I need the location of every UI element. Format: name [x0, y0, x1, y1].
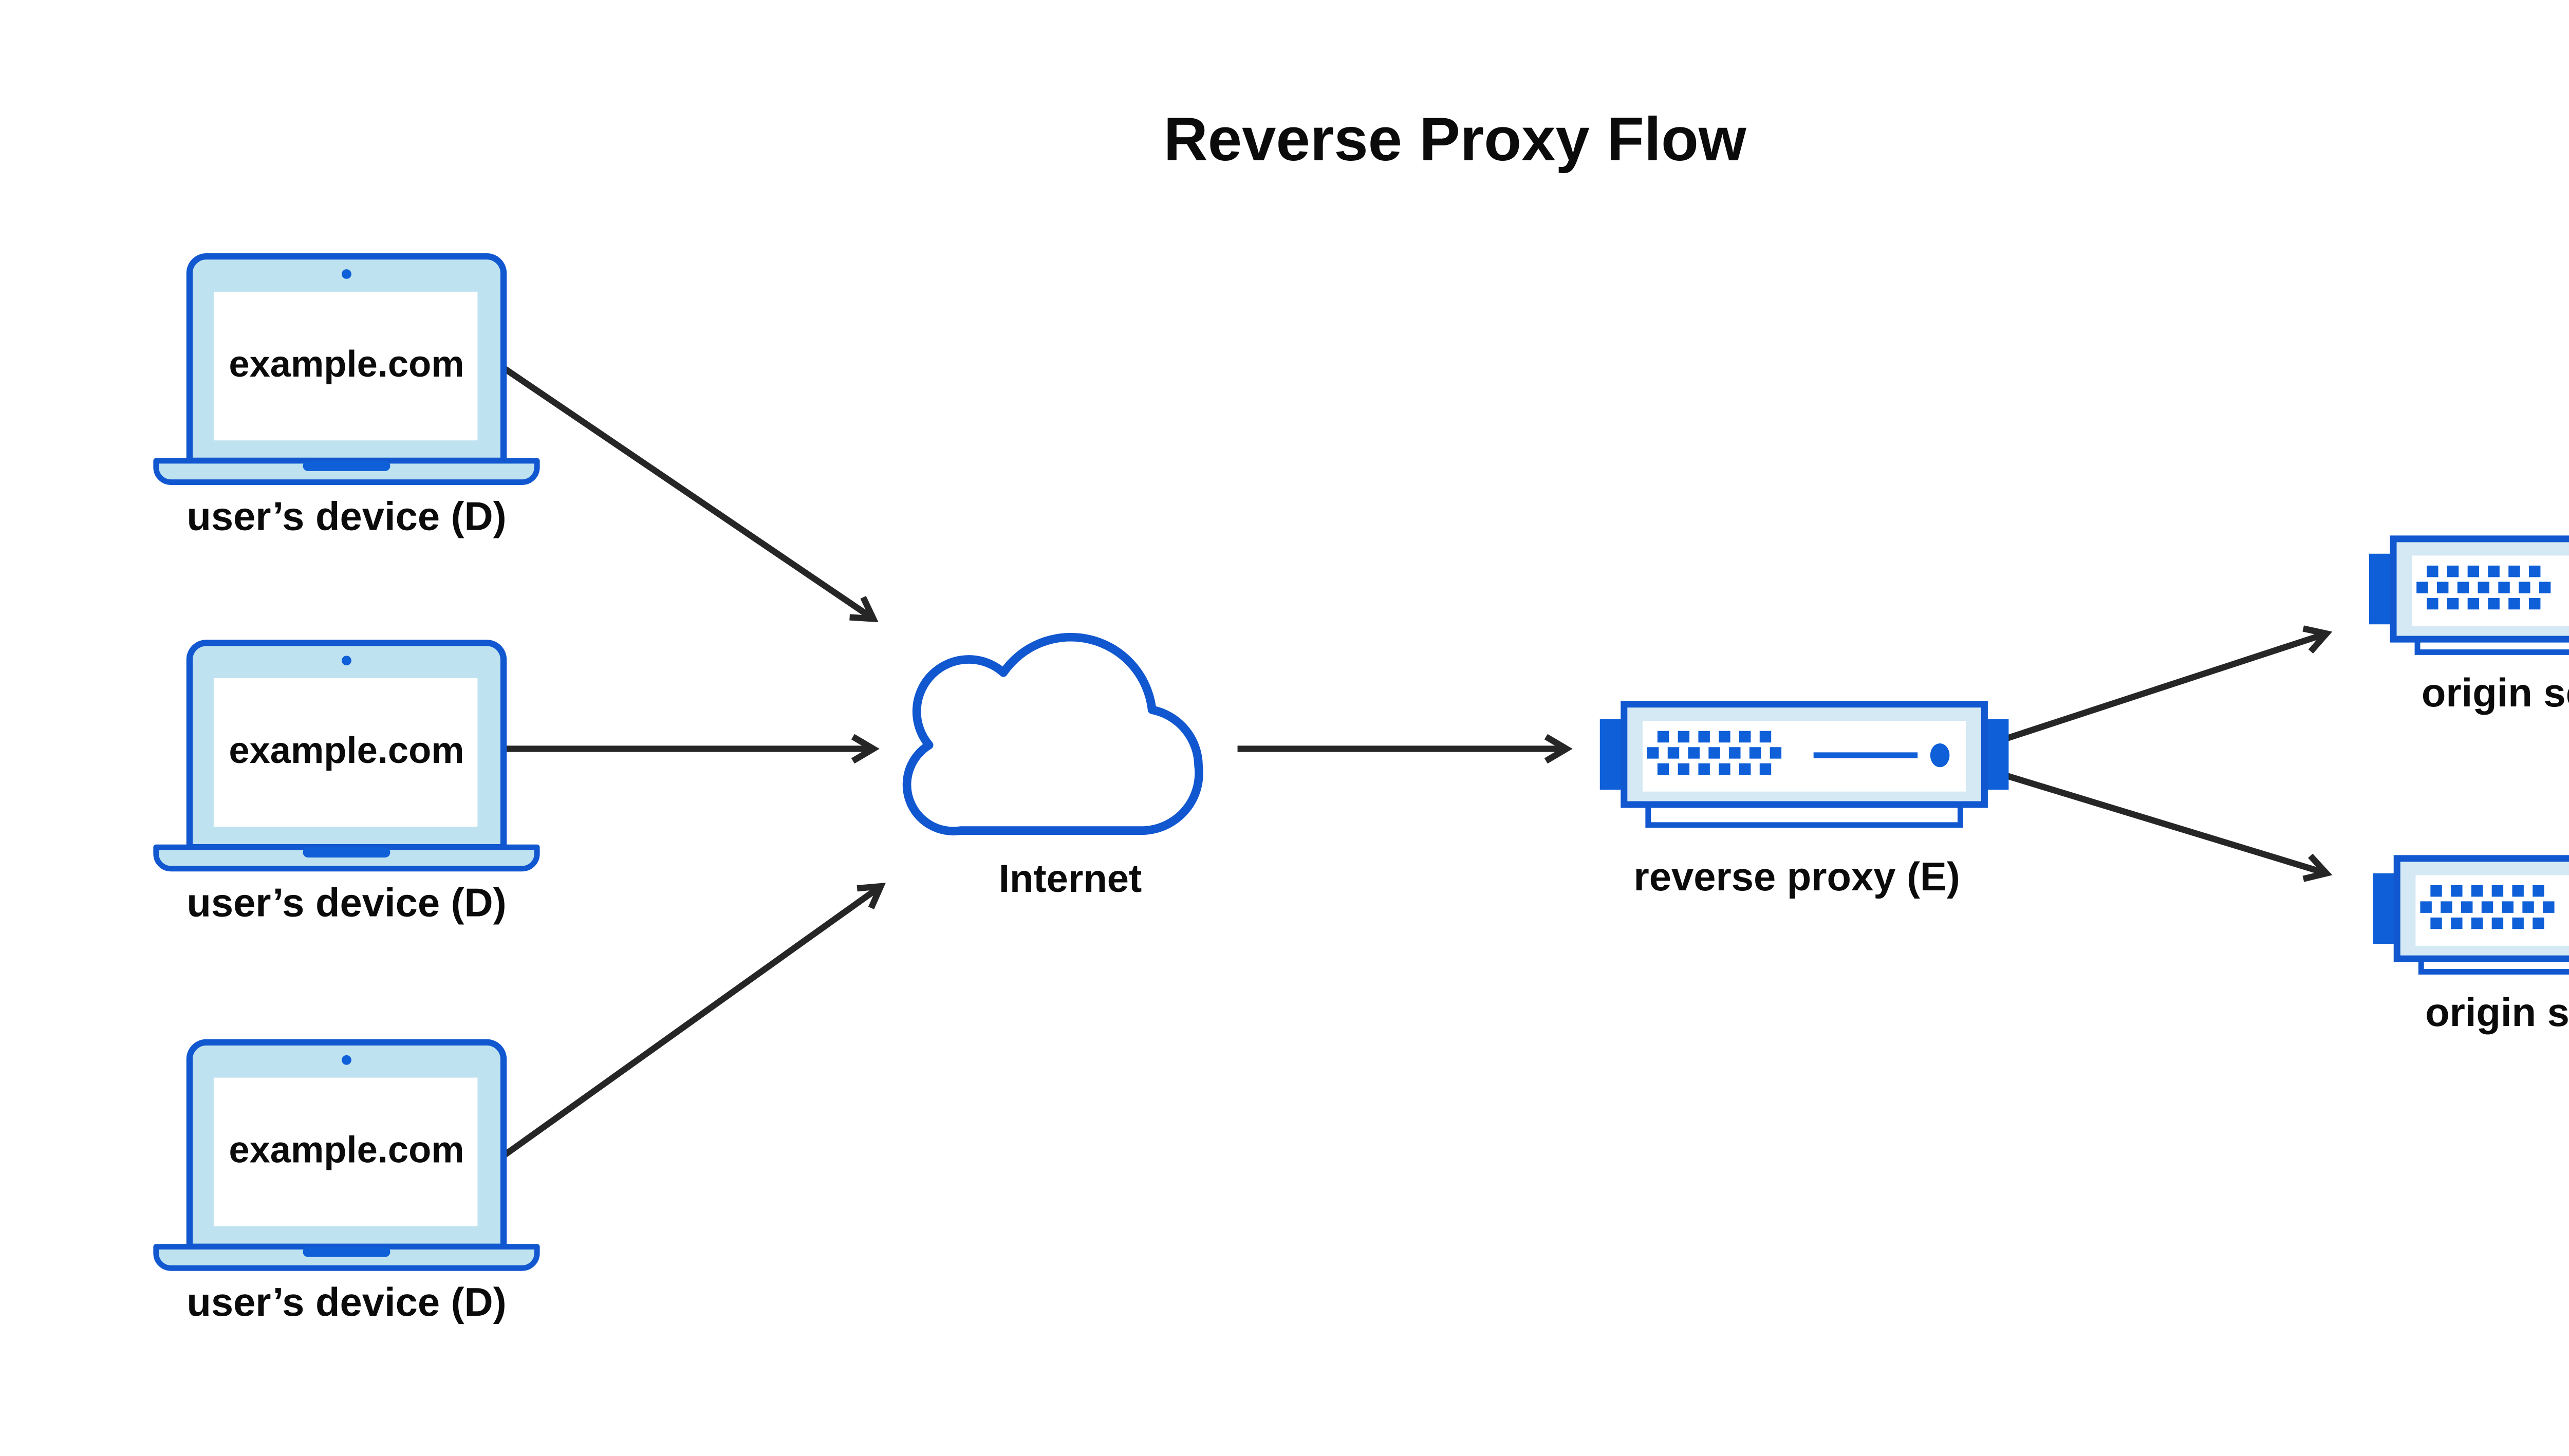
internet-label: Internet: [999, 857, 1142, 901]
arrow-proxy-to-origin1: [1996, 625, 2333, 744]
user-device-2: example.com user’s device (D): [153, 640, 540, 925]
arrow-device1-to-internet: [501, 365, 879, 623]
device-label: user’s device (D): [187, 1280, 506, 1324]
camera-dot-icon: [342, 1055, 351, 1065]
server-rack-icon: [2373, 855, 2569, 975]
laptop-base-notch: [303, 1246, 390, 1257]
device-screen-url: example.com: [229, 344, 464, 385]
cloud-icon: [902, 632, 1203, 836]
device-screen-url: example.com: [229, 1130, 464, 1171]
laptop-icon: [153, 640, 540, 872]
page-title: Reverse Proxy Flow: [1164, 105, 1747, 174]
camera-dot-icon: [342, 269, 351, 279]
server-rack-icon: [1599, 701, 2009, 828]
connection-arrows: [501, 365, 2333, 1159]
user-device-3: example.com user’s device (D): [153, 1039, 540, 1324]
device-screen-url: example.com: [229, 730, 464, 771]
server-rack-icon: [2369, 535, 2569, 655]
origin-server-label: origin server (F): [2422, 671, 2569, 715]
laptop-base: [153, 1244, 540, 1271]
internet-node: Internet: [902, 632, 1203, 901]
laptop-base-notch: [303, 460, 390, 471]
origin-server-1: origin server (F): [2369, 535, 2569, 715]
origin-server-label: origin server (F): [2425, 991, 2569, 1035]
laptop-screen: [213, 678, 478, 827]
device-label: user’s device (D): [187, 494, 506, 538]
laptop-screen: [213, 291, 478, 441]
laptop-base: [153, 458, 540, 485]
camera-dot-icon: [342, 656, 351, 666]
laptop-base-notch: [303, 847, 390, 858]
reverse-proxy-label: reverse proxy (E): [1633, 855, 1960, 899]
device-label: user’s device (D): [187, 881, 506, 925]
user-device-1: example.com user’s device (D): [153, 253, 540, 538]
laptop-base: [153, 844, 540, 872]
arrow-proxy-to-origin2: [1996, 770, 2333, 882]
reverse-proxy-node: reverse proxy (E): [1599, 701, 2009, 899]
power-dot-icon: [1930, 743, 1950, 768]
arrow-device3-to-internet: [501, 883, 886, 1159]
origin-server-2: origin server (F): [2373, 855, 2569, 1035]
laptop-icon: [153, 253, 540, 485]
laptop-screen: [213, 1077, 478, 1226]
laptop-icon: [153, 1039, 540, 1271]
